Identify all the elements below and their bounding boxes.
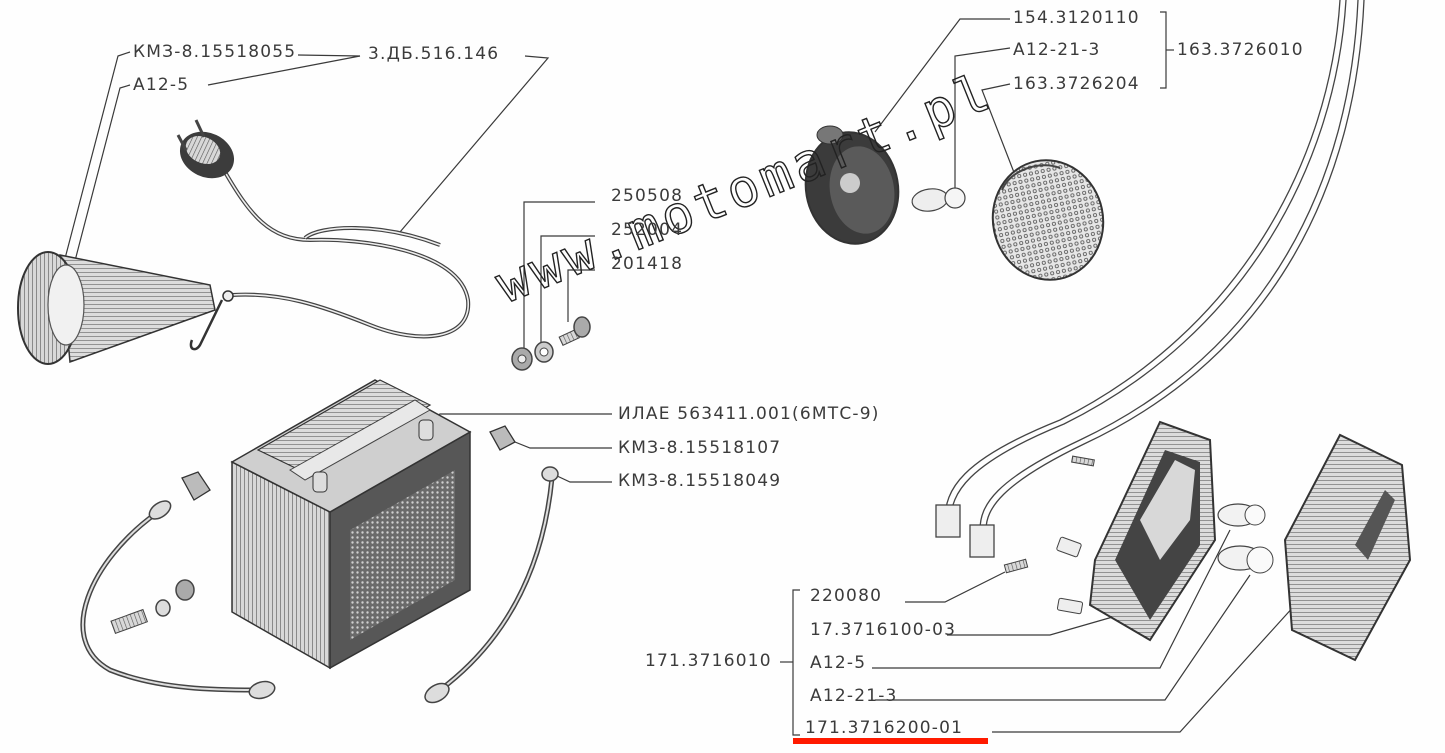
part-label-163-3726204: 163.3726204 xyxy=(1013,74,1140,94)
assembly-label-163-3726010: 163.3726010 xyxy=(1177,40,1304,60)
part-label-battery-6mts-9: ИЛАЕ 563411.001(6МТС-9) xyxy=(618,404,880,424)
leader-lines-tail-light xyxy=(780,529,1296,736)
leader-lines-reflector xyxy=(874,11,1174,190)
tail-light-cables xyxy=(944,0,1365,531)
part-label-250508: 250508 xyxy=(611,186,684,206)
rear-reflector-light-drawing xyxy=(804,125,1105,281)
part-label-kmz-15518055: КМЗ-8.15518055 xyxy=(133,42,297,62)
part-label-171-3716200-01: 171.3716200-01 xyxy=(805,718,964,738)
part-label-a12-5-tail: А12-5 xyxy=(810,653,867,673)
leader-lines-lamp xyxy=(61,51,550,281)
tail-light-drawing xyxy=(935,420,1412,662)
part-label-kmz-15518107: КМЗ-8.15518107 xyxy=(618,438,782,458)
part-label-a12-21-3-reflector: А12-21-3 xyxy=(1013,40,1101,60)
part-label-17-3716100-03: 17.3716100-03 xyxy=(810,620,957,640)
part-label-kmz-15518049: КМЗ-8.15518049 xyxy=(618,471,782,491)
inspection-lamp-drawing xyxy=(17,119,471,365)
part-label-252004: 252004 xyxy=(611,220,684,240)
part-label-a12-5-lamp: А12-5 xyxy=(133,75,190,95)
part-label-220080: 220080 xyxy=(810,586,883,606)
assembly-label-171-3716010: 171.3716010 xyxy=(645,651,772,671)
leader-lines-fasteners xyxy=(523,201,595,352)
highlight-underline xyxy=(793,738,988,744)
part-label-154-3120110: 154.3120110 xyxy=(1013,8,1140,28)
part-label-201418: 201418 xyxy=(611,254,684,274)
part-label-a12-21-3-tail: А12-21-3 xyxy=(810,686,898,706)
battery-drawing xyxy=(80,379,559,704)
part-label-db-516-146: 3.ДБ.516.146 xyxy=(368,44,500,64)
fasteners-drawing xyxy=(511,316,591,371)
